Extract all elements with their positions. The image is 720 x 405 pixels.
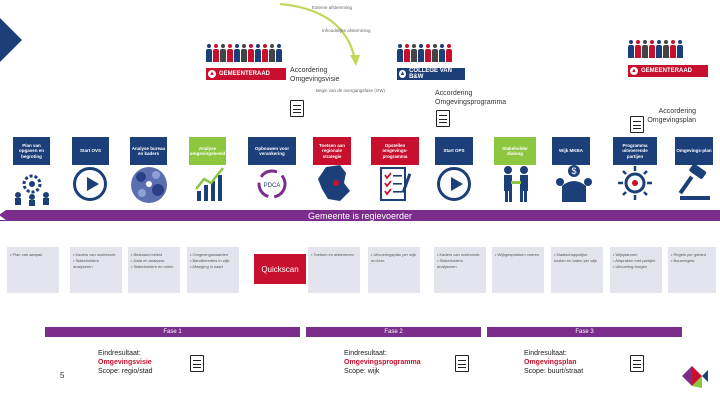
- step-toetsen: Toetsen aan regionale strategie: [313, 137, 351, 165]
- approval-plan: Accordering Omgevingsplan: [647, 108, 696, 124]
- result-name: Omgevingsvisie: [98, 358, 152, 366]
- approval-programme: Accordering Omgevingsprogramma: [435, 90, 507, 106]
- detail-card: • Bestaand beleid• Data en analyses• Sta…: [128, 247, 180, 293]
- detail-card: • Uitvoeringsplan per wijk en kern: [368, 247, 420, 293]
- step-opbouwen: Opbouwen voor verankering: [248, 137, 296, 165]
- document-icon: [190, 355, 204, 372]
- arrow-label-internal: Inhoudelijke afstemming: [322, 28, 371, 33]
- document-icon: [630, 116, 644, 133]
- step-omgevingsplan: Omgevings-plan: [675, 137, 713, 165]
- step-analyse-beeld: Analyse omgevingsbeeld: [189, 137, 226, 165]
- chart-icon: [195, 167, 224, 201]
- document-icon: [455, 355, 469, 372]
- college-badge: ▲COLLEGE VAN B&W: [397, 68, 465, 80]
- detail-card: • Toetsen en afstemmen: [308, 247, 360, 293]
- detail-card: • Wijkgesprekken voeren: [492, 247, 544, 293]
- regisseur-banner: Gemeente is regievoerder: [0, 210, 720, 221]
- detail-card: • Wijkplannen• Afspraken met partijen• U…: [610, 247, 662, 293]
- council-2-people-icon: [628, 40, 683, 58]
- handshake-icon: [504, 166, 528, 202]
- college-people-icon: [397, 44, 452, 62]
- slide-corner-marker: [0, 18, 22, 62]
- detail-card: • Plan van aanpak: [7, 247, 59, 293]
- phase-1-result: Eindresultaat: Omgevingsvisie Scope: reg…: [98, 350, 208, 376]
- result-title: Eindresultaat:: [344, 350, 387, 357]
- step-programma: Programma uitvoerende partijen: [613, 137, 657, 165]
- network-icon: [131, 167, 167, 203]
- detail-card: • Regels per gebied• Bouwregels: [668, 247, 716, 293]
- council-badge-label: GEMEENTERAAD: [219, 71, 271, 77]
- college-badge-label: COLLEGE VAN B&W: [409, 68, 452, 80]
- phase-3-bar: Fase 3: [487, 327, 682, 337]
- council-badge: ▲GEMEENTERAAD: [206, 68, 286, 80]
- document-icon: [630, 355, 644, 372]
- step-start-ovs: Start OVS: [72, 137, 109, 165]
- phase-2-bar: Fase 2: [306, 327, 481, 337]
- document-icon: [290, 100, 304, 117]
- step-wijk-mkba: Wijk MKBA: [552, 137, 590, 165]
- step-opstellen: Opstellen omgevings-programma: [371, 137, 419, 165]
- result-scope: Scope: regio/stad: [98, 367, 153, 375]
- phase-3-result: Eindresultaat: Omgevingsplan Scope: buur…: [524, 350, 634, 376]
- approval-vision: Accordering Omgevingsvisie: [290, 67, 340, 83]
- arrow-label-external: Externe afstemming: [312, 5, 353, 10]
- curved-arrow-icon: [279, 2, 360, 66]
- transition-note: Begin van de overgangsfase (OW): [316, 88, 386, 93]
- step-plan-begroting: Plan van opgaven en begroting: [13, 137, 50, 165]
- detail-card: • Omgevingswaarden• Bandbreedtes in wijk…: [187, 247, 239, 293]
- result-title: Eindresultaat:: [98, 350, 141, 357]
- step-analyse-kaders: Analyse bureau en kaders: [130, 137, 167, 165]
- brand-logo: [682, 366, 708, 388]
- council-people-icon: [206, 44, 282, 62]
- council-2-badge-label: GEMEENTERAAD: [641, 68, 693, 74]
- money-icon: $: [556, 165, 592, 202]
- quickscan-card: Quickscan: [254, 254, 306, 284]
- result-title: Eindresultaat:: [524, 350, 567, 357]
- phase-1-bar: Fase 1: [45, 327, 300, 337]
- gear-people-icon: [15, 174, 49, 206]
- result-name: Omgevingsplan: [524, 358, 577, 366]
- phase-2-result: Eindresultaat: Omgevingsprogramma Scope:…: [344, 350, 454, 376]
- play-icon: [435, 165, 473, 203]
- svg-text:$: $: [571, 166, 576, 176]
- svg-text:PDCA: PDCA: [264, 183, 281, 189]
- banner-text: Gemeente is regievoerder: [307, 210, 413, 221]
- council-2-badge: ▲GEMEENTERAAD: [628, 65, 708, 77]
- detail-card: • Kaders van onderzoek• Stakeholders ana…: [434, 247, 486, 293]
- step-start-ops: Start OPS: [435, 137, 473, 165]
- checklist-icon: [380, 167, 412, 201]
- step-stakeholder: Stakeholder dialoog: [494, 137, 536, 165]
- result-scope: Scope: buurt/straat: [524, 367, 584, 375]
- cycle-icon: PDCA: [257, 169, 287, 199]
- play-icon: [71, 165, 109, 203]
- result-scope: Scope: wijk: [344, 367, 380, 375]
- result-name: Omgevingsprogramma: [344, 358, 421, 366]
- document-icon: [436, 110, 450, 127]
- page-number: 5: [60, 371, 65, 380]
- detail-card: • Maatschappelijke kosten en baten per w…: [551, 247, 603, 293]
- detail-card: • Kaders van onderzoek• Stakeholders ana…: [70, 247, 122, 293]
- gavel-icon: [678, 163, 710, 200]
- map-icon: [318, 165, 350, 201]
- idea-icon: [618, 166, 652, 200]
